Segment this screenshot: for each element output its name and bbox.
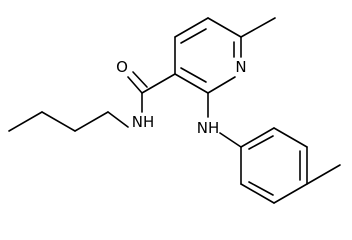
bond-ch2-ch3 bbox=[8, 111, 43, 132]
bond-carbonyl-oxygen bbox=[127, 76, 143, 94]
amine-nh-label: NH bbox=[197, 119, 220, 137]
bond-ar5-ar6 bbox=[240, 183, 275, 204]
amide-group bbox=[127, 71, 176, 113]
bond-ar1-ar2 bbox=[240, 127, 275, 148]
bond-c6-methyl bbox=[240, 17, 276, 38]
oxygen-label: O bbox=[116, 58, 128, 76]
ring-nitrogen-label: N bbox=[235, 58, 246, 76]
atom-labels: O N NH NH bbox=[116, 58, 247, 137]
bond-ch2-ch2-b bbox=[41, 111, 76, 132]
amide-nh-label: NH bbox=[132, 113, 155, 131]
molecule-drawing: O N NH NH bbox=[8, 17, 341, 204]
bond-ar5-ar6-inner bbox=[248, 181, 274, 196]
bond-c3-carbonyl bbox=[141, 73, 176, 94]
structure-canvas: O N NH NH bbox=[8, 17, 341, 204]
arylamine-link bbox=[207, 92, 242, 148]
bond-n1-c2 bbox=[207, 76, 236, 94]
bond-c2-c3-inner bbox=[180, 67, 207, 83]
bond-ar1-ar2-inner bbox=[248, 135, 274, 150]
tolyl-ring bbox=[240, 127, 341, 204]
bond-c4-c5-inner bbox=[180, 28, 207, 44]
bond-ch2-ch2 bbox=[74, 111, 109, 132]
bond-c2-c3 bbox=[174, 73, 209, 94]
butyl-chain bbox=[8, 111, 129, 132]
bond-carbonyl-oxygen-second bbox=[132, 71, 148, 88]
bond-nh-ch2 bbox=[107, 111, 129, 128]
pyridine-ring bbox=[174, 17, 276, 94]
bond-ar2-ar3 bbox=[273, 127, 308, 148]
bond-nh-aryl bbox=[219, 132, 242, 148]
bond-ar4-ar5 bbox=[273, 183, 308, 204]
bond-c5-c6 bbox=[207, 17, 242, 38]
bond-ar4-methyl bbox=[306, 164, 341, 185]
bond-c4-c5 bbox=[174, 17, 209, 38]
